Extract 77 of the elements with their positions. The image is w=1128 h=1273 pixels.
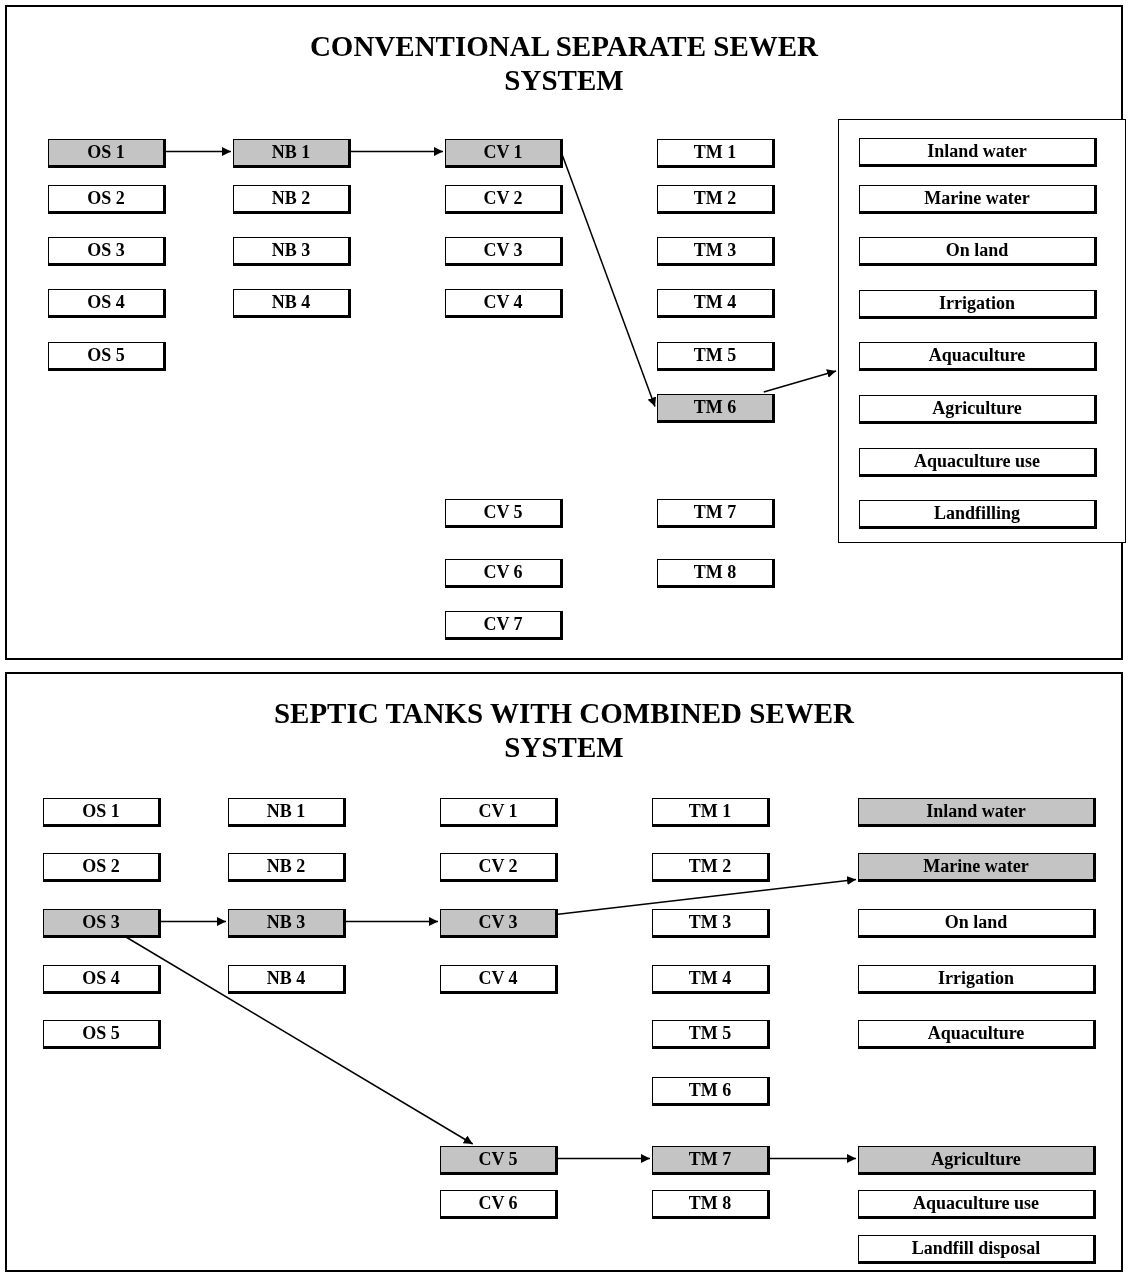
step-box: CV 2 xyxy=(445,185,563,214)
step-box: CV 4 xyxy=(440,965,558,994)
arrow xyxy=(163,147,232,156)
panel-title: CONVENTIONAL SEPARATE SEWER SYSTEM xyxy=(308,29,820,97)
step-box: On land xyxy=(858,909,1096,938)
highlighted-step-box: NB 3 xyxy=(228,909,346,938)
step-box: Marine water xyxy=(859,185,1097,214)
step-box: TM 5 xyxy=(652,1020,770,1049)
highlighted-step-box: Agriculture xyxy=(858,1146,1096,1175)
step-box: OS 5 xyxy=(48,342,166,371)
step-box: Landfill disposal xyxy=(858,1235,1096,1264)
arrow xyxy=(343,917,439,926)
step-box: TM 8 xyxy=(657,559,775,588)
step-box: TM 2 xyxy=(657,185,775,214)
arrow xyxy=(767,1154,857,1163)
arrow xyxy=(763,369,837,393)
highlighted-step-box: CV 3 xyxy=(440,909,558,938)
step-box: CV 6 xyxy=(445,559,563,588)
step-box: OS 2 xyxy=(43,853,161,882)
highlighted-step-box: CV 5 xyxy=(440,1146,558,1175)
step-box: Irrigation xyxy=(859,290,1097,319)
step-box: TM 6 xyxy=(652,1077,770,1106)
step-box: TM 7 xyxy=(657,499,775,528)
diagram-panel xyxy=(5,672,1123,1272)
step-box: CV 3 xyxy=(445,237,563,266)
step-box: NB 2 xyxy=(233,185,351,214)
step-box: TM 4 xyxy=(657,289,775,318)
step-box: On land xyxy=(859,237,1097,266)
highlighted-step-box: OS 1 xyxy=(48,139,166,168)
step-box: CV 6 xyxy=(440,1190,558,1219)
step-box: NB 4 xyxy=(233,289,351,318)
step-box: Agriculture xyxy=(859,395,1097,424)
arrow xyxy=(123,935,474,1145)
highlighted-step-box: TM 6 xyxy=(657,394,775,423)
highlighted-step-box: Inland water xyxy=(858,798,1096,827)
highlighted-step-box: Marine water xyxy=(858,853,1096,882)
highlighted-step-box: OS 3 xyxy=(43,909,161,938)
destination-group-box xyxy=(838,119,1126,543)
arrow xyxy=(158,917,227,926)
step-box: OS 4 xyxy=(48,289,166,318)
step-box: NB 1 xyxy=(228,798,346,827)
arrow xyxy=(555,876,857,916)
step-box: CV 5 xyxy=(445,499,563,528)
highlighted-step-box: TM 7 xyxy=(652,1146,770,1175)
step-box: TM 8 xyxy=(652,1190,770,1219)
step-box: CV 2 xyxy=(440,853,558,882)
step-box: OS 3 xyxy=(48,237,166,266)
step-box: NB 2 xyxy=(228,853,346,882)
step-box: Aquaculture use xyxy=(858,1190,1096,1219)
step-box: TM 2 xyxy=(652,853,770,882)
step-box: TM 1 xyxy=(652,798,770,827)
arrow xyxy=(348,147,444,156)
highlighted-step-box: CV 1 xyxy=(445,139,563,168)
step-box: TM 3 xyxy=(652,909,770,938)
step-box: Aquaculture xyxy=(858,1020,1096,1049)
step-box: NB 3 xyxy=(233,237,351,266)
highlighted-step-box: NB 1 xyxy=(233,139,351,168)
step-box: Aquaculture xyxy=(859,342,1097,371)
diagram-panel xyxy=(5,5,1123,660)
arrow xyxy=(555,1154,651,1163)
step-box: TM 1 xyxy=(657,139,775,168)
step-box: CV 4 xyxy=(445,289,563,318)
step-box: OS 2 xyxy=(48,185,166,214)
panel-title: SEPTIC TANKS WITH COMBINED SEWER SYSTEM xyxy=(272,696,856,764)
step-box: CV 7 xyxy=(445,611,563,640)
step-box: Irrigation xyxy=(858,965,1096,994)
step-box: Landfilling xyxy=(859,500,1097,529)
step-box: Inland water xyxy=(859,138,1097,167)
step-box: OS 1 xyxy=(43,798,161,827)
step-box: Aquaculture use xyxy=(859,448,1097,477)
step-box: TM 3 xyxy=(657,237,775,266)
step-box: NB 4 xyxy=(228,965,346,994)
step-box: TM 4 xyxy=(652,965,770,994)
step-box: OS 4 xyxy=(43,965,161,994)
step-box: OS 5 xyxy=(43,1020,161,1049)
step-box: TM 5 xyxy=(657,342,775,371)
step-box: CV 1 xyxy=(440,798,558,827)
